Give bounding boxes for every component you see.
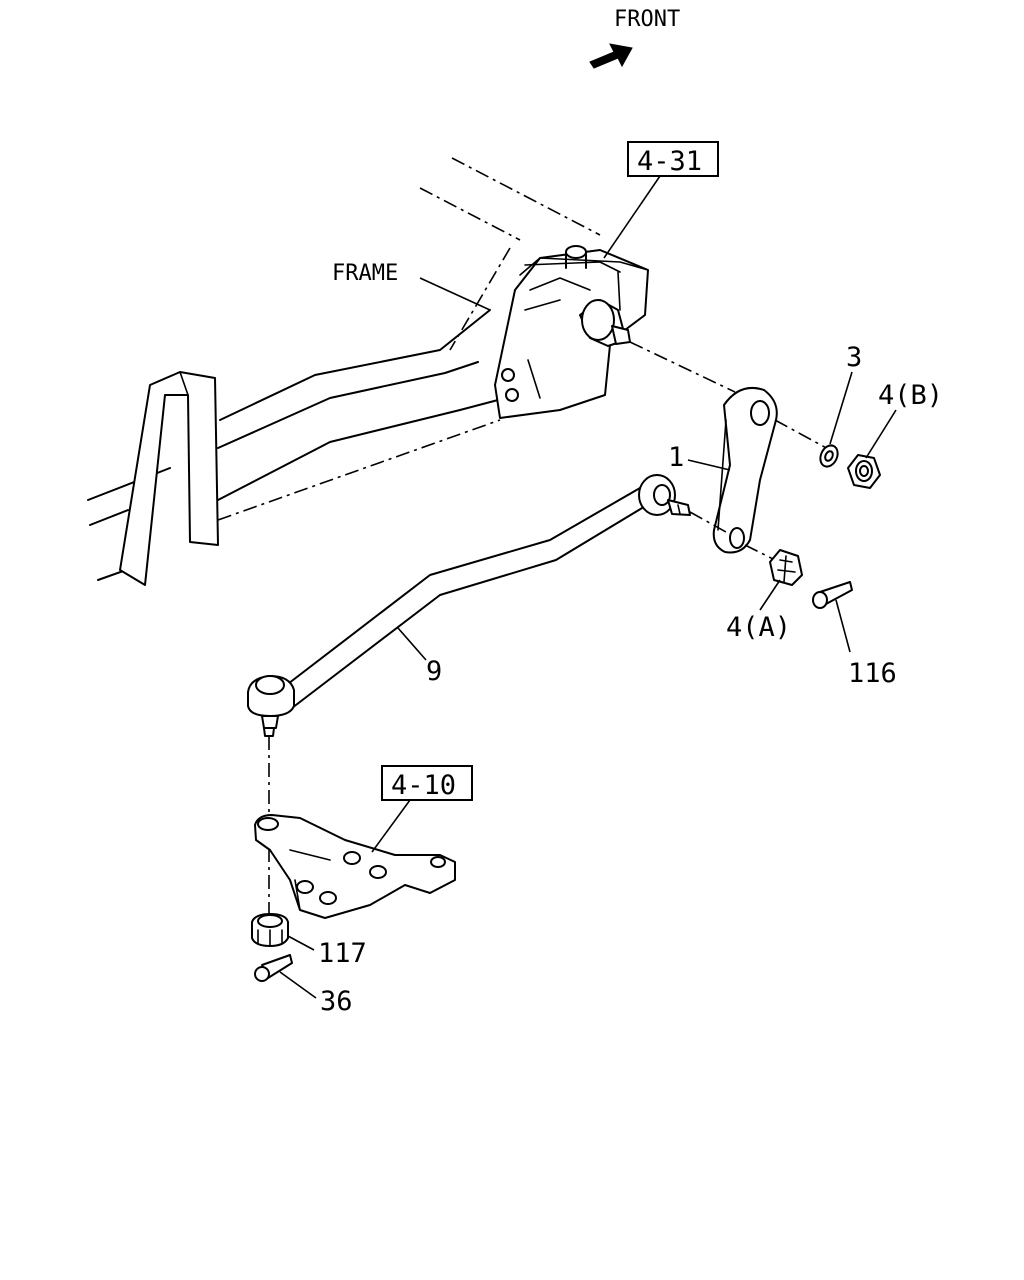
knuckle-arm <box>254 814 456 919</box>
callout-part-3: 3 <box>846 342 862 373</box>
steering-gear-box <box>494 245 649 419</box>
drag-link <box>247 474 691 737</box>
cotter-pin-36 <box>254 954 293 982</box>
svg-text:4-10: 4-10 <box>391 770 456 801</box>
callout-part-4b: 4(B) <box>878 380 943 411</box>
callout-part-9: 9 <box>426 656 442 687</box>
frame-label: FRAME <box>332 261 398 286</box>
cotter-pin-116 <box>812 581 853 609</box>
callout-part-117: 117 <box>318 938 367 969</box>
front-arrow-icon <box>589 43 633 69</box>
front-label: FRONT <box>614 7 680 32</box>
nut-4b <box>847 454 881 489</box>
castle-nut-117 <box>251 913 289 947</box>
reference-box-4-10: 4-10 <box>371 765 473 853</box>
castle-nut-4a <box>769 549 803 586</box>
reference-box-4-31: 4-31 <box>603 141 719 259</box>
callout-part-116: 116 <box>848 658 897 689</box>
callout-part-4a: 4(A) <box>726 612 791 643</box>
callout-part-36: 36 <box>320 986 353 1017</box>
callout-part-1: 1 <box>668 442 684 473</box>
pitman-arm <box>712 386 778 554</box>
svg-text:4-31: 4-31 <box>637 146 702 177</box>
washer-3 <box>819 444 839 468</box>
frame-rail <box>87 157 601 586</box>
